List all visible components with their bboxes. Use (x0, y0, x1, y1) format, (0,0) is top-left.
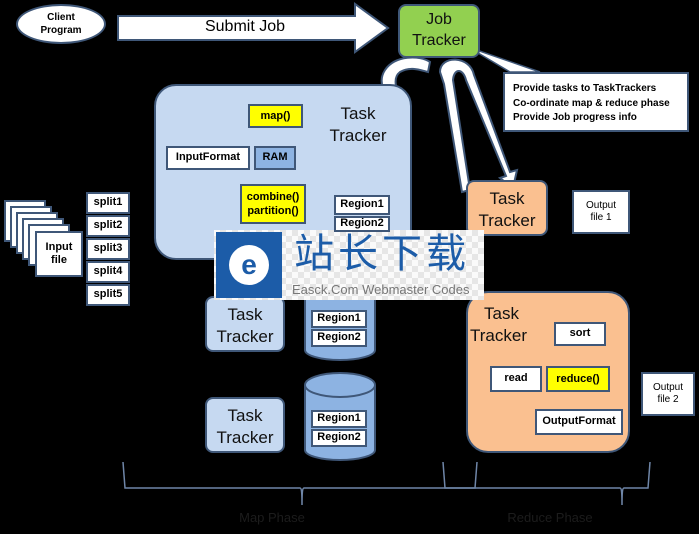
region2-box: Region2 (311, 429, 367, 447)
output-file-1: Output file 1 (572, 190, 630, 234)
region1-box: Region1 (311, 410, 367, 428)
map-phase-brace (122, 461, 478, 506)
task-tracker-small-2: Task Tracker (205, 397, 285, 453)
job-tracker-callout: Provide tasks to TaskTrackers Co-ordinat… (503, 72, 689, 132)
reduce-task-tracker-title: Task Tracker (470, 304, 527, 346)
jobtracker-to-reduce-arrow (438, 58, 519, 194)
watermark-chinese-text: 站长下载 (294, 231, 470, 277)
region2-box: Region2 (311, 329, 367, 347)
combine-partition-box: combine() partition() (240, 184, 306, 224)
submit-job-arrow (117, 2, 390, 54)
map-task-tracker-title: Task Tracker (329, 104, 387, 146)
job-tracker-node: Job Tracker (398, 4, 480, 58)
client-program-label: Client Program (40, 12, 82, 36)
region1-box-main: Region1 (334, 195, 390, 215)
split-item: split3 (86, 238, 130, 260)
submit-job-label: Submit Job (204, 18, 286, 35)
job-tracker-line1: Job (426, 11, 452, 28)
watermark-overlay: e 站长下载 Easck.Com Webmaster Codes (214, 230, 484, 300)
job-tracker-line2: Tracker (412, 31, 466, 49)
ram-box: RAM (254, 146, 296, 170)
region1-box: Region1 (311, 310, 367, 328)
reduce-function-box: reduce() (546, 366, 610, 392)
reduce-task-tracker-small: Task Tracker (466, 180, 548, 236)
output-file-2: Output file 2 (641, 372, 695, 416)
callout-line-3: Provide Job progress info (513, 112, 637, 123)
output-format-box: OutputFormat (535, 409, 623, 435)
input-file-box: Input file (35, 231, 83, 277)
map-phase-label: Map Phase (239, 510, 305, 525)
input-file-stack: Input file (4, 200, 84, 280)
sort-box: sort (554, 322, 606, 346)
task-tracker-small-1: Task Tracker (205, 296, 285, 352)
split-list: split1 split2 split3 split4 split5 (86, 192, 130, 306)
watermark-english-text: Easck.Com Webmaster Codes (292, 282, 470, 297)
split-item: split2 (86, 215, 130, 237)
split-item: split4 (86, 261, 130, 283)
input-format-box: InputFormat (166, 146, 250, 170)
callout-line-1: Provide tasks to TaskTrackers (513, 83, 657, 94)
reduce-phase-brace (442, 461, 651, 506)
split-item: split1 (86, 192, 130, 214)
callout-line-2: Co-ordinate map & reduce phase (513, 97, 670, 109)
split-item: split5 (86, 284, 130, 306)
watermark-logo-icon: e (216, 232, 282, 298)
read-box: read (490, 366, 542, 392)
region2-box-main: Region2 (334, 216, 390, 232)
reduce-phase-label: Reduce Phase (507, 510, 593, 525)
map-function-box: map() (248, 104, 303, 128)
client-program-node: Client Program (16, 4, 106, 44)
